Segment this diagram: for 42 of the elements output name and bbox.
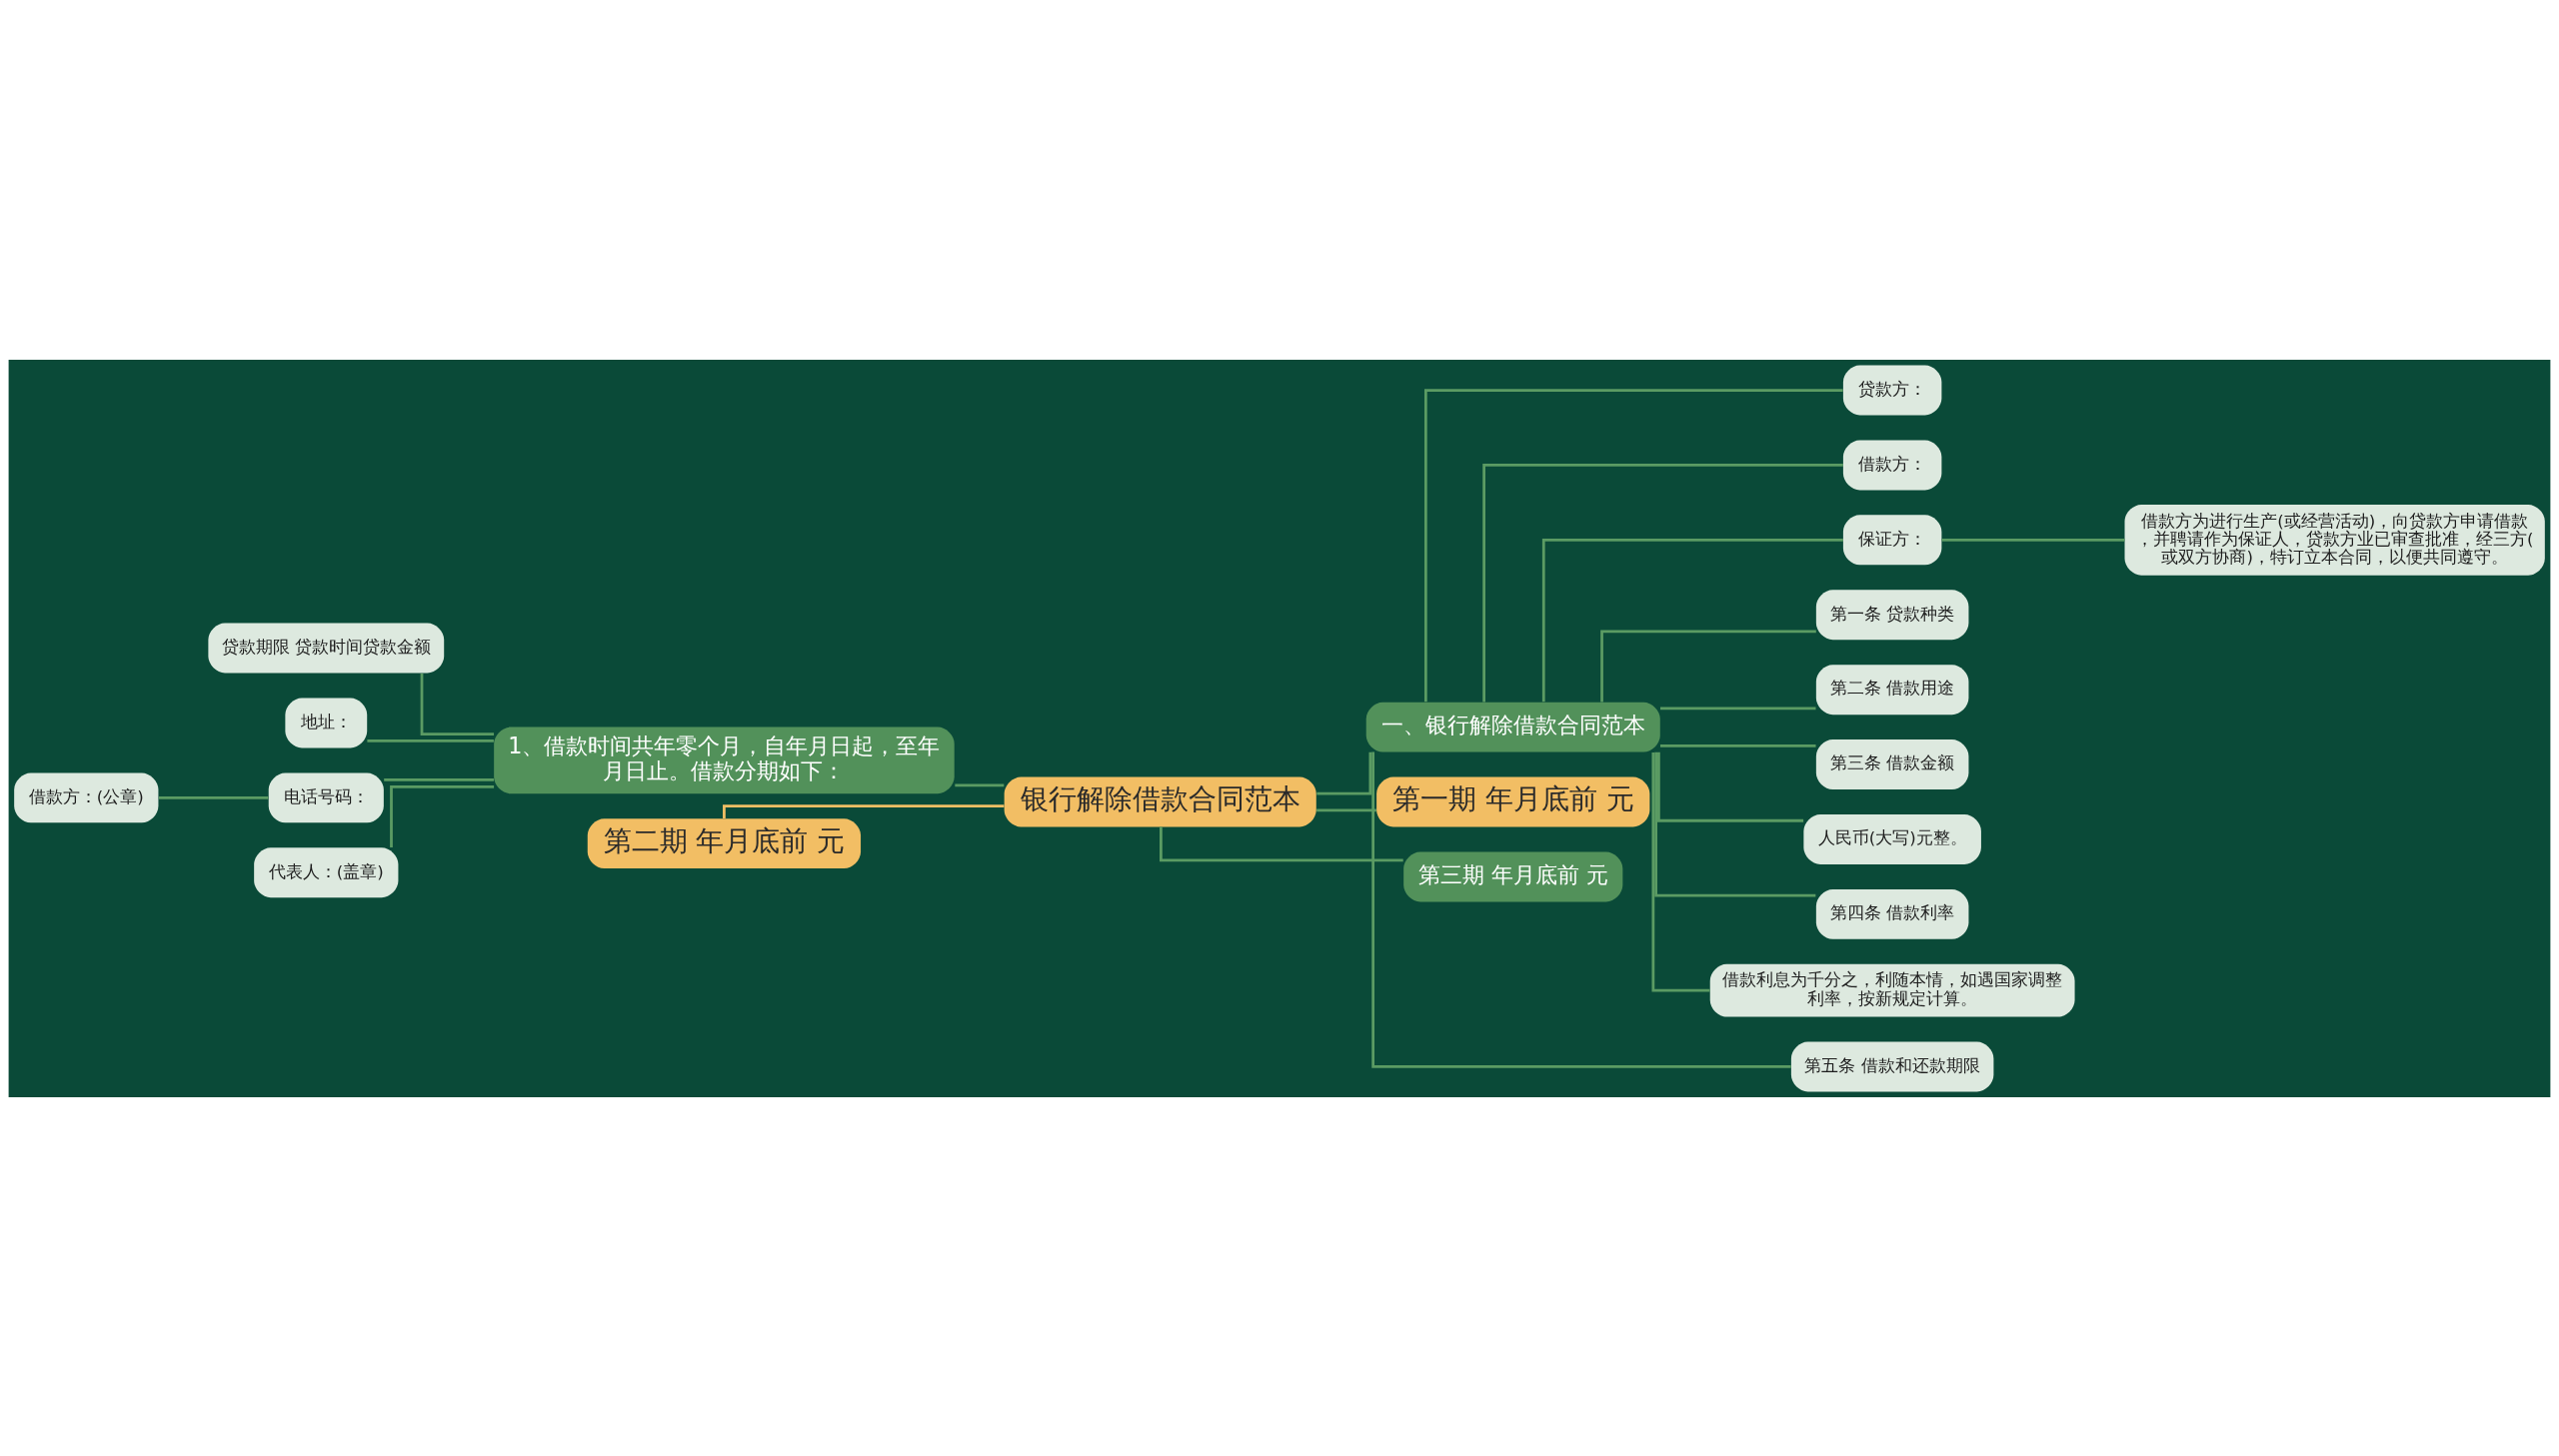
connector	[1600, 630, 1816, 702]
node-box: 保证方：	[1842, 514, 1942, 565]
node-box: 人民币(大写)元整。	[1803, 813, 1981, 864]
connector	[1316, 807, 1376, 811]
node-box: 借款方：	[1842, 439, 1942, 490]
connector	[1941, 538, 2125, 542]
connector	[384, 777, 494, 781]
connector	[723, 803, 1005, 818]
node-box: 借款利息为千分之，利随本情，如遇国家调整利率，按新规定计算。	[1709, 963, 2075, 1017]
connector	[1651, 751, 1710, 992]
connector	[1541, 538, 1843, 702]
node-box: 第二期 年月底前 元	[587, 817, 862, 868]
node-box: 第一期 年月底前 元	[1376, 776, 1650, 826]
node-box: 电话号码：	[268, 771, 384, 822]
node-box: 贷款期限 贷款时间贷款金额	[208, 623, 445, 673]
node-box: 第二条 借款用途	[1815, 664, 1969, 715]
node-box: 第五条 借款和还款期限	[1790, 1041, 1994, 1091]
connector	[1316, 751, 1372, 795]
node-box: 银行解除借款合同范本	[1004, 776, 1316, 826]
node-box: 借款方：(公章)	[14, 771, 159, 822]
connector	[1654, 751, 1816, 897]
node-box: 第三期 年月底前 元	[1403, 850, 1623, 901]
connector	[1659, 707, 1816, 710]
node-box: 1、借款时间共年零个月，自年月日起，至年月日止。借款分期如下：	[494, 727, 955, 793]
connector	[1371, 751, 1791, 1068]
node-box: 地址：	[285, 698, 368, 747]
connector	[390, 784, 495, 847]
connector	[367, 738, 494, 742]
node-box: 第三条 借款金额	[1815, 738, 1969, 789]
connector	[1423, 388, 1843, 702]
node-box: 借款方为进行生产(或经营活动)，向贷款方申请借款，并聘请作为保证人，贷款方业已审查批准，经三方(或双方协商)，特订立本合同，以便共同遵守。	[2124, 504, 2545, 576]
connector	[158, 795, 269, 799]
node-box: 代表人：(盖章)	[254, 846, 399, 897]
connector	[1482, 463, 1843, 702]
connector	[1657, 751, 1804, 822]
node-box: 第一条 贷款种类	[1815, 589, 1969, 640]
connector	[1659, 743, 1816, 747]
node-box: 第四条 借款利率	[1815, 888, 1969, 939]
connector	[420, 673, 495, 735]
node-box: 一、银行解除借款合同范本	[1365, 702, 1660, 752]
connector	[955, 783, 1005, 786]
node-box: 贷款方：	[1842, 365, 1942, 415]
